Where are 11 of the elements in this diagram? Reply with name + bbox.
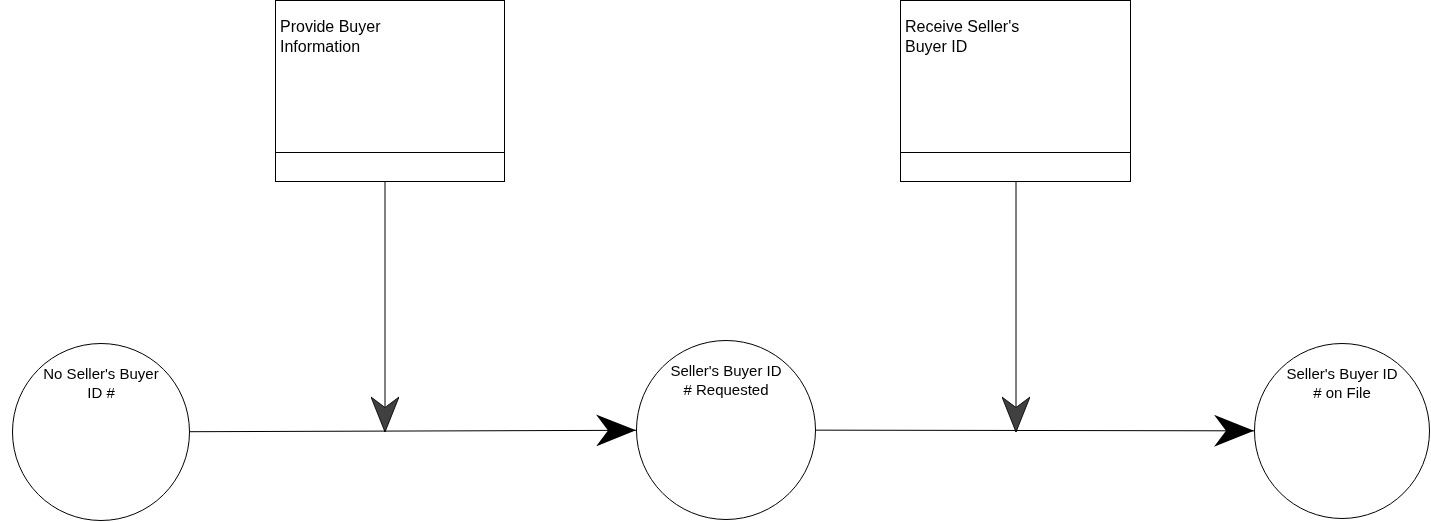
arrow <box>189 414 637 447</box>
arrow <box>370 181 400 433</box>
activity-box <box>275 0 505 182</box>
arrow <box>1001 181 1031 433</box>
activity-label: Receive Seller's Buyer ID <box>905 17 1021 57</box>
activity-label: Provide Buyer Information <box>280 17 382 57</box>
activity-box <box>900 0 1131 182</box>
state-label: No Seller's Buyer ID # <box>42 364 160 402</box>
state-label: Seller's Buyer ID # Requested <box>669 361 783 399</box>
arrow <box>815 414 1255 447</box>
state-label: Seller's Buyer ID # on File <box>1285 364 1399 402</box>
